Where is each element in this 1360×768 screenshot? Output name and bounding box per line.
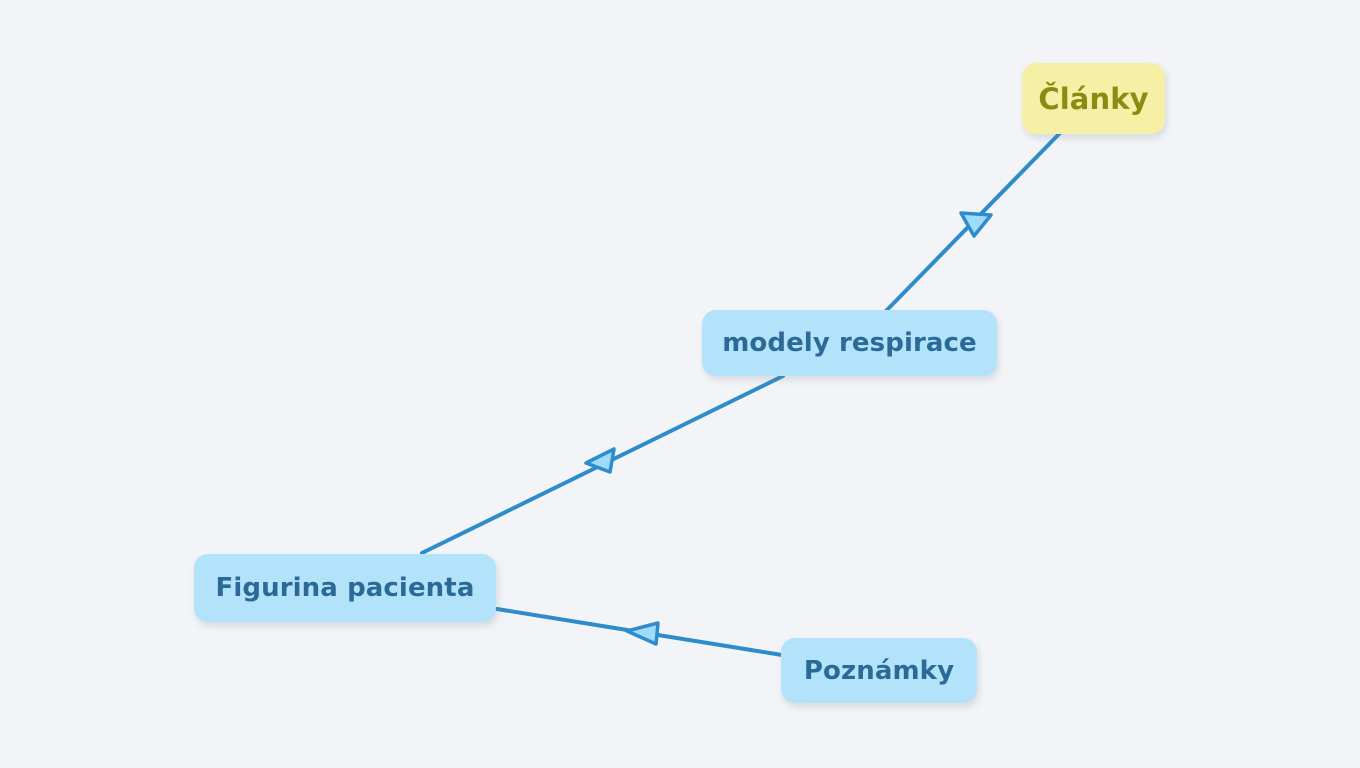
edge-poznamky-to-figurina[interactable] [495,607,784,657]
arrowhead-icon [584,447,616,474]
node-clanky[interactable]: Články [1022,63,1165,134]
edge-clanky-to-modely[interactable] [884,131,1062,313]
arrowhead-icon [959,211,993,238]
node-modely-respirace[interactable]: modely respirace [702,310,997,376]
node-label: Figurina pacienta [215,573,475,603]
node-label: Články [1038,81,1149,116]
node-label: modely respirace [722,328,977,358]
node-poznamky[interactable]: Poznámky [781,638,977,703]
edge-modely-to-figurina[interactable] [420,374,785,555]
node-figurina-pacienta[interactable]: Figurina pacienta [194,554,496,622]
arrowhead-icon [625,621,660,646]
node-label: Poznámky [803,655,955,686]
